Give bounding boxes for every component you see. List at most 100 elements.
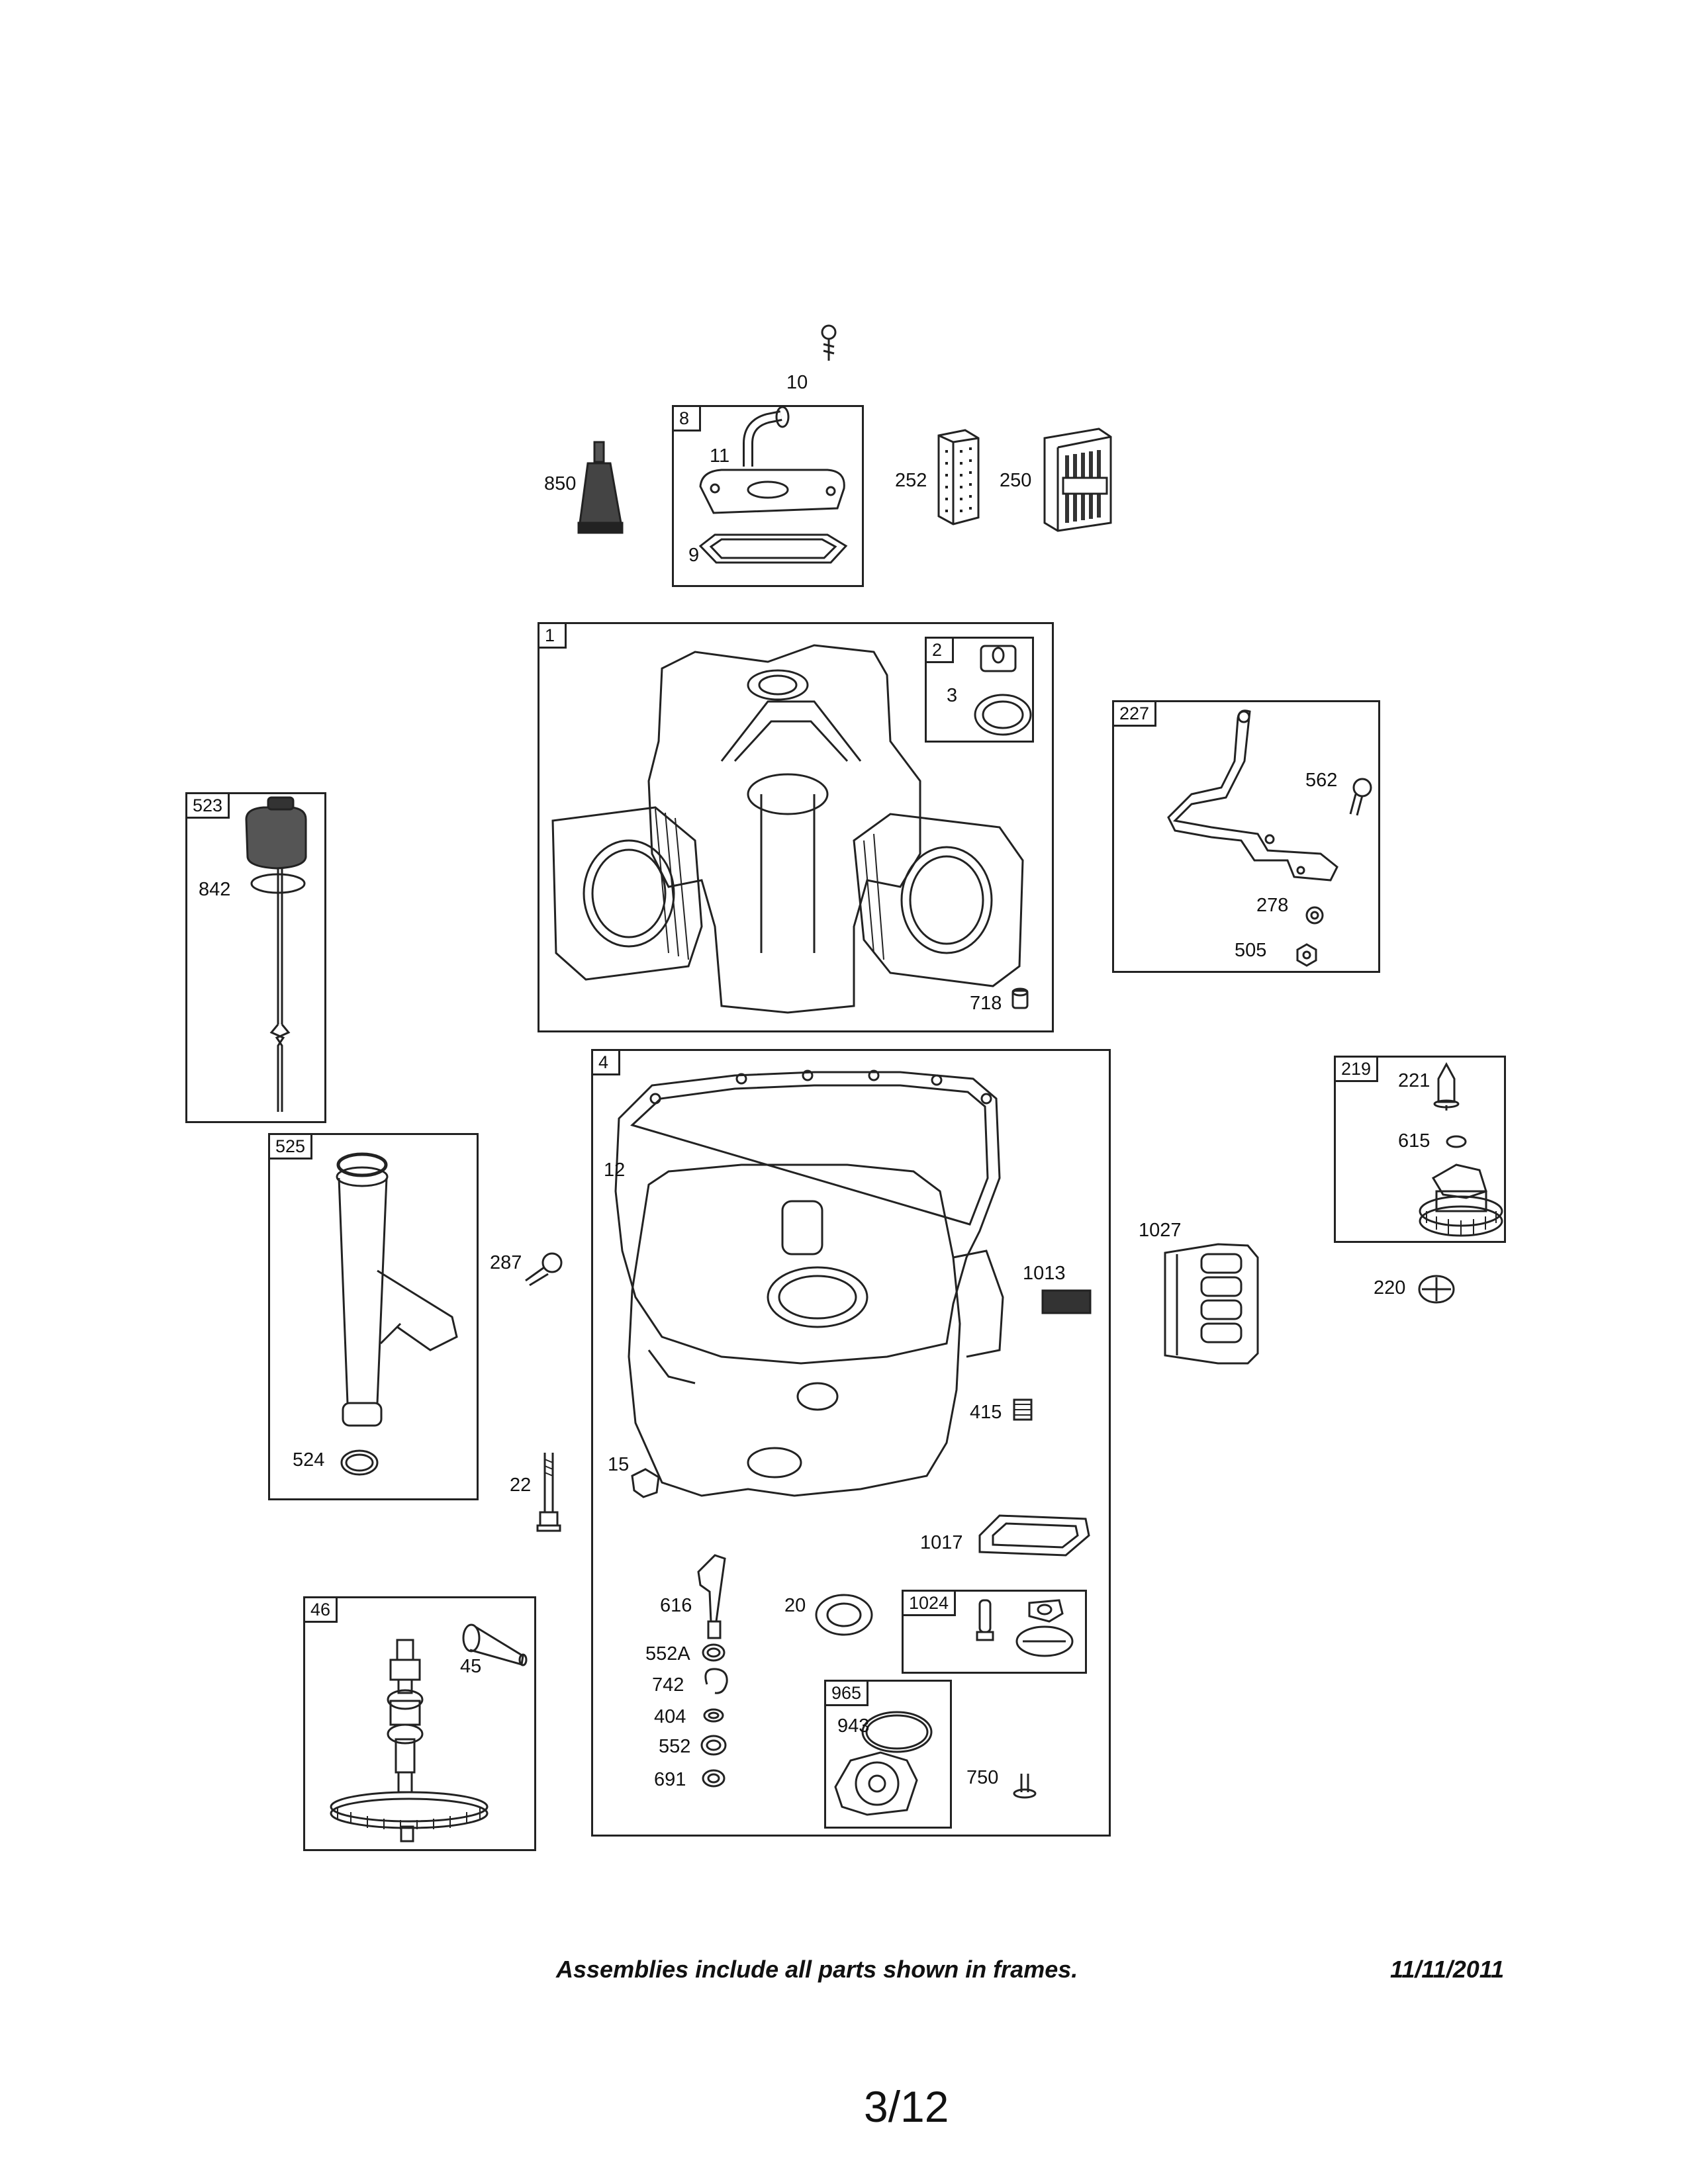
bushing-2-icon <box>981 646 1015 671</box>
label-615: 615 <box>1398 1130 1430 1152</box>
lifter-45-icon <box>463 1625 526 1665</box>
frame-227-tag: 227 <box>1112 700 1157 727</box>
label-220: 220 <box>1374 1277 1406 1298</box>
label-12: 12 <box>604 1160 626 1181</box>
seal-943-icon <box>863 1712 931 1752</box>
assembly-note: Assemblies include all parts shown in fr… <box>556 1956 1078 1983</box>
label-562: 562 <box>1305 770 1338 791</box>
governor-bracket-227-icon <box>1168 711 1337 880</box>
filter-250-icon <box>1045 429 1111 531</box>
breather-tube-11-icon <box>748 407 788 467</box>
bolt-22-icon <box>538 1453 560 1531</box>
sealant-tube-850-icon <box>579 442 622 533</box>
screw-750-icon <box>1014 1774 1035 1797</box>
label-718: 718 <box>970 993 1002 1014</box>
label-20: 20 <box>784 1595 806 1616</box>
plug-415-icon <box>1014 1400 1031 1420</box>
frame-965-tag: 965 <box>824 1680 869 1706</box>
label-221: 221 <box>1398 1070 1430 1091</box>
frame-523: 523 <box>185 792 326 1123</box>
frame-46: 46 <box>303 1596 536 1851</box>
label-1017: 1017 <box>920 1532 963 1553</box>
frame-1024: 1024 <box>902 1590 1087 1674</box>
camshaft-46-icon <box>331 1640 487 1841</box>
nut-505-icon <box>1297 944 1316 966</box>
dowel-718-icon <box>1013 989 1027 1008</box>
label-552A: 552A <box>645 1643 690 1664</box>
oil-filter-1027-icon <box>1165 1244 1258 1363</box>
frame-8: 8 <box>672 405 864 587</box>
label-1027: 1027 <box>1139 1220 1182 1241</box>
frame-1024-tag: 1024 <box>902 1590 957 1616</box>
frame-1-tag: 1 <box>538 622 567 649</box>
plug-15-icon <box>632 1469 659 1497</box>
label-3: 3 <box>947 685 958 706</box>
seal-20-icon <box>816 1595 872 1635</box>
screen-1017-icon <box>980 1516 1089 1555</box>
frame-2: 2 <box>925 637 1034 743</box>
label-850: 850 <box>544 473 577 494</box>
label-750: 750 <box>966 1767 999 1788</box>
label-505: 505 <box>1235 940 1267 961</box>
washer-220-icon <box>1419 1276 1454 1302</box>
sleeve-552-icon <box>702 1736 726 1754</box>
pin-221-icon <box>1434 1064 1458 1111</box>
label-1013: 1013 <box>1023 1263 1066 1284</box>
label-552: 552 <box>659 1736 691 1757</box>
crankcase-icon <box>629 1165 1003 1496</box>
print-date: 11/11/2011 <box>1390 1956 1505 1983</box>
label-22: 22 <box>510 1475 532 1496</box>
frame-523-tag: 523 <box>185 792 230 819</box>
washer-615-icon <box>1447 1136 1466 1147</box>
breather-gasket-9-icon <box>700 535 846 563</box>
frame-227: 227 <box>1112 700 1380 973</box>
dipstick-523-icon <box>246 797 306 1112</box>
label-10: 10 <box>786 372 808 393</box>
dipstick-tube-525-icon <box>337 1154 457 1426</box>
frame-2-tag: 2 <box>925 637 954 663</box>
cylinder-right-icon <box>854 814 1023 986</box>
screw-562-icon <box>1350 779 1371 815</box>
clip-742-icon <box>706 1669 727 1693</box>
governor-gear-icon <box>1420 1165 1502 1236</box>
washer-278-icon <box>1307 907 1323 923</box>
label-943: 943 <box>837 1715 870 1737</box>
cylinder-block-icon <box>649 645 920 1013</box>
oring-842-icon <box>252 874 305 893</box>
page-number: 3/12 <box>864 2082 949 2131</box>
label-9: 9 <box>688 545 700 566</box>
label-250: 250 <box>1000 470 1032 491</box>
pump-1024-icon <box>977 1600 1072 1656</box>
ring-404-icon <box>704 1709 723 1721</box>
label-287: 287 <box>490 1252 522 1273</box>
bolt-287-icon <box>526 1253 561 1285</box>
label-415: 415 <box>970 1402 1002 1423</box>
filter-252-icon <box>939 430 978 524</box>
label-404: 404 <box>654 1706 686 1727</box>
frame-525-tag: 525 <box>268 1133 313 1160</box>
shaft-616-icon <box>698 1555 725 1638</box>
frame-525: 525 <box>268 1133 479 1500</box>
frame-219-tag: 219 <box>1334 1056 1379 1082</box>
seal-3-icon <box>975 695 1031 735</box>
label-691: 691 <box>654 1769 686 1790</box>
oring-524-icon <box>342 1451 377 1475</box>
screw-10-icon <box>822 326 835 361</box>
label-742: 742 <box>652 1674 684 1696</box>
crankcase-gasket-12-icon <box>616 1071 1000 1363</box>
cylinder-left-icon <box>553 807 702 979</box>
label-252: 252 <box>895 470 927 491</box>
label-278: 278 <box>1256 895 1289 916</box>
frame-219: 219 <box>1334 1056 1506 1243</box>
frame-8-tag: 8 <box>672 405 701 432</box>
frame-1-cylinder: 1 <box>538 622 1054 1032</box>
washer-552A-icon <box>703 1645 724 1661</box>
label-11: 11 <box>710 445 730 467</box>
frame-4-tag: 4 <box>591 1049 620 1075</box>
label-15: 15 <box>608 1454 630 1475</box>
breather-cover-icon <box>700 470 844 513</box>
label-616: 616 <box>660 1595 692 1616</box>
washer-691-icon <box>703 1770 724 1786</box>
